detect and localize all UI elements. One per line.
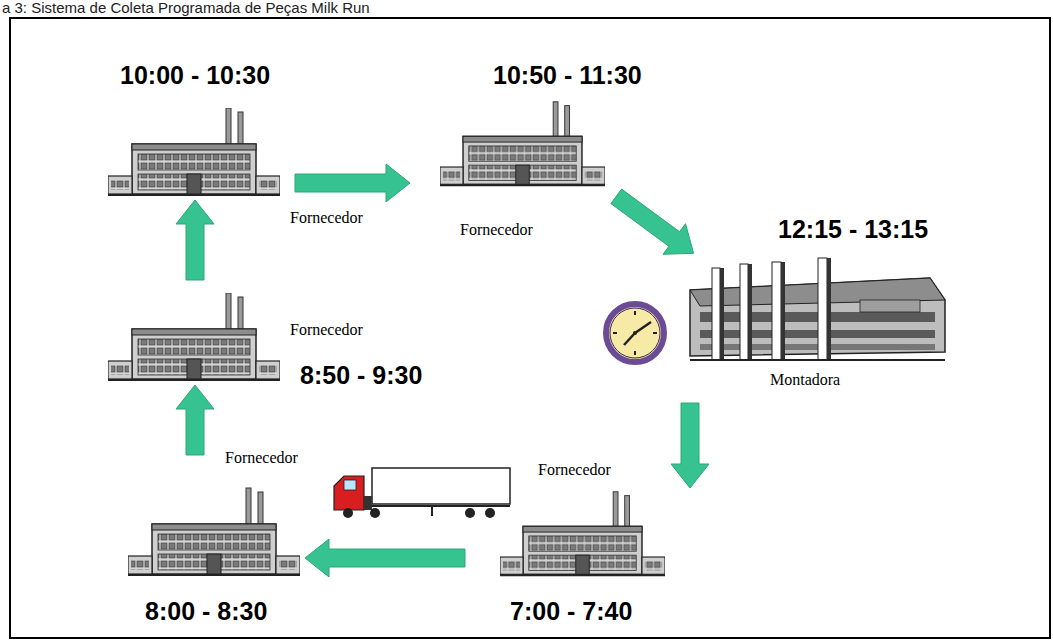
flow-arrow [176, 385, 214, 455]
time-window: 8:50 - 9:30 [300, 360, 422, 390]
flow-arrow [305, 539, 465, 577]
flow-arrow [295, 164, 410, 202]
assembly-plant-node: 12:15 - 13:15Montadora [680, 258, 945, 363]
flow-arrow [611, 189, 694, 254]
clock-icon [606, 304, 664, 362]
time-window: 10:50 - 11:30 [493, 60, 642, 90]
frame [10, 18, 1050, 638]
factory-icon [440, 102, 605, 185]
factory-icon [500, 492, 665, 575]
factory-icon [128, 488, 300, 575]
node-label: Montadora [770, 370, 840, 390]
truck-icon [334, 468, 510, 518]
node-label: Fornecedor [290, 208, 363, 228]
time-window: 7:00 - 7:40 [510, 596, 632, 626]
time-window: 12:15 - 13:15 [778, 214, 928, 244]
node-label: Fornecedor [290, 320, 363, 340]
supplier-node: Fornecedor8:50 - 9:30 [108, 295, 280, 380]
supplier-node: Fornecedor7:00 - 7:40 [500, 490, 700, 578]
flow-arrow [671, 403, 709, 488]
node-label: Fornecedor [225, 448, 298, 468]
figure-title: a 3: Sistema de Coleta Programada de Peç… [2, 0, 370, 16]
supplier-node: 10:50 - 11:30Fornecedor [440, 100, 605, 190]
node-label: Fornecedor [538, 460, 611, 480]
supplier-node: 10:00 - 10:30Fornecedor [108, 110, 280, 195]
supplier-node: Fornecedor8:00 - 8:30 [128, 480, 300, 580]
node-label: Fornecedor [460, 220, 533, 240]
time-window: 10:00 - 10:30 [120, 60, 270, 90]
time-window: 8:00 - 8:30 [145, 596, 267, 626]
factory-icon [108, 108, 280, 195]
assembly-plant-icon [690, 258, 945, 360]
flow-arrow [176, 200, 214, 280]
factory-icon [108, 293, 280, 380]
